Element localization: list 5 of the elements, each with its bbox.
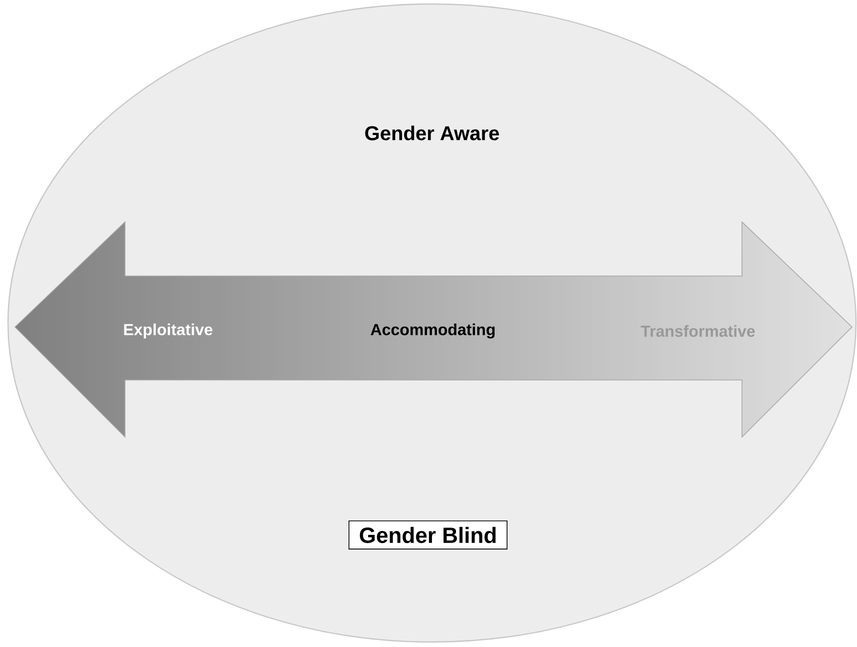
- arrow-label: Transformative: [640, 325, 755, 337]
- text-box: Gender Blind: [348, 520, 508, 550]
- arrow-label: Exploitative: [124, 324, 212, 338]
- heading: Gender Aware: [365, 126, 499, 140]
- arrow-label: Accommodating: [370, 324, 495, 338]
